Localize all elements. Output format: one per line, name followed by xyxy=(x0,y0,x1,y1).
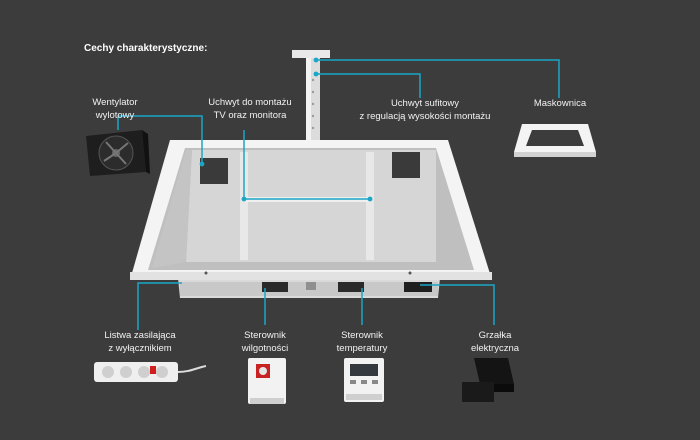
leader-lines xyxy=(117,59,560,330)
enclosure-frame xyxy=(130,140,492,280)
page-title: Cechy charakterystyczne: xyxy=(84,43,208,54)
leader-dots xyxy=(199,57,373,202)
leader-power-strip xyxy=(137,282,182,330)
leader-ceiling-mount xyxy=(316,73,421,98)
thermostat-icon xyxy=(344,358,384,402)
ceiling-mount xyxy=(292,50,330,150)
leader-mask xyxy=(316,59,560,98)
leader-fan xyxy=(117,115,203,164)
enclosure-bottom-tray xyxy=(178,278,440,298)
power-strip-icon xyxy=(94,362,207,382)
label-mask: Maskownica xyxy=(533,98,587,109)
frame-icon xyxy=(514,124,596,157)
fan-icon xyxy=(86,130,150,176)
leader-heater xyxy=(420,284,495,325)
humidity-controller-icon xyxy=(248,358,286,404)
heater-icon xyxy=(462,358,514,402)
